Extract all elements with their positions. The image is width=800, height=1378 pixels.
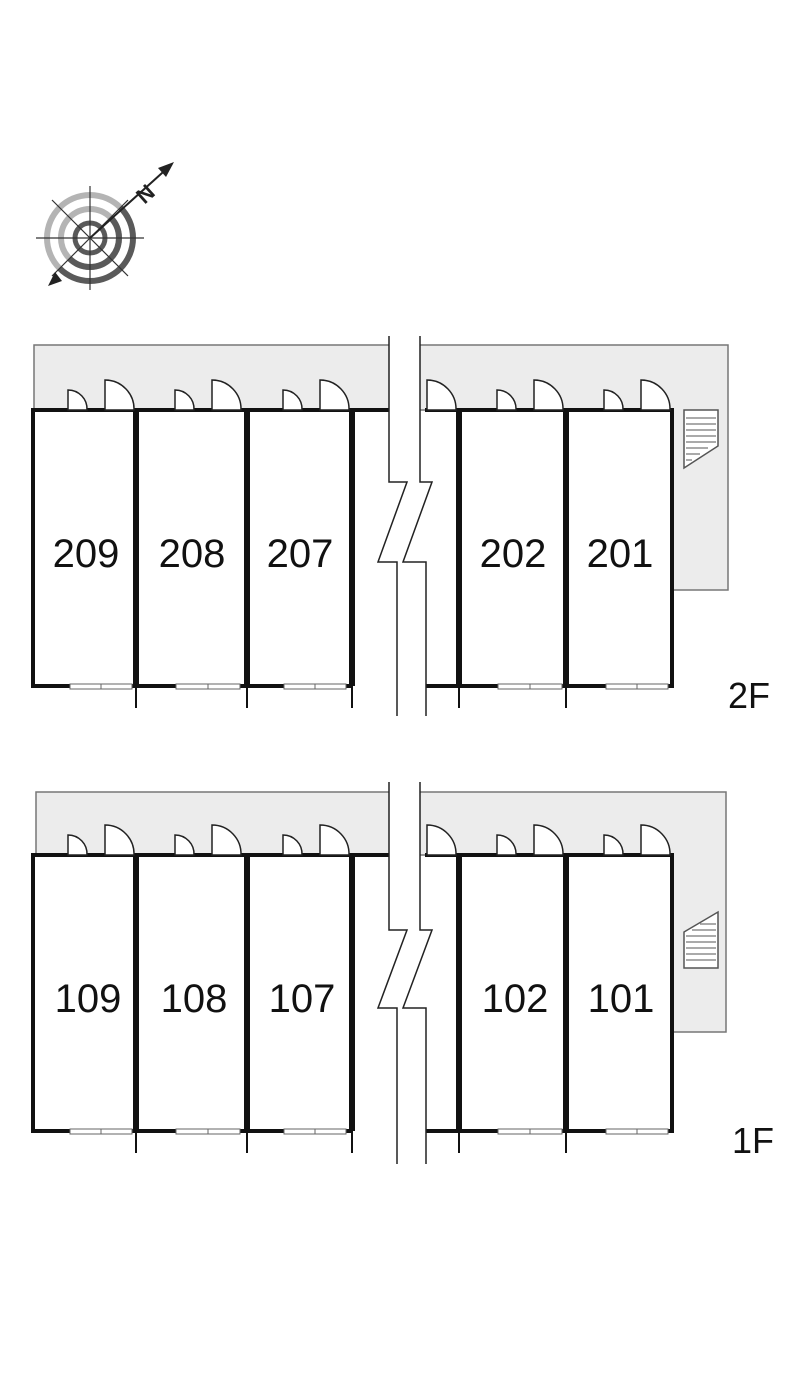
- staircase-icon: [683, 409, 719, 470]
- floor-2f: [31, 336, 729, 716]
- floor-1f: [31, 782, 727, 1164]
- unit-109-label: 109: [55, 977, 122, 1021]
- north-label: N: [131, 179, 160, 208]
- unit-107-label: 107: [269, 977, 336, 1021]
- floor-2f-label: 2F: [728, 675, 770, 716]
- unit-208-label: 208: [159, 532, 226, 576]
- unit-101-label: 101: [588, 977, 655, 1021]
- compass-rose-icon: [36, 162, 174, 290]
- unit-202-label: 202: [480, 532, 547, 576]
- staircase-icon: [683, 910, 719, 969]
- unit-108-label: 108: [161, 977, 228, 1021]
- floor-1f-label: 1F: [732, 1120, 774, 1161]
- unit-209-label: 209: [53, 532, 120, 576]
- unit-207-label: 207: [267, 532, 334, 576]
- unit-201-label: 201: [587, 532, 654, 576]
- unit-102-label: 102: [482, 977, 549, 1021]
